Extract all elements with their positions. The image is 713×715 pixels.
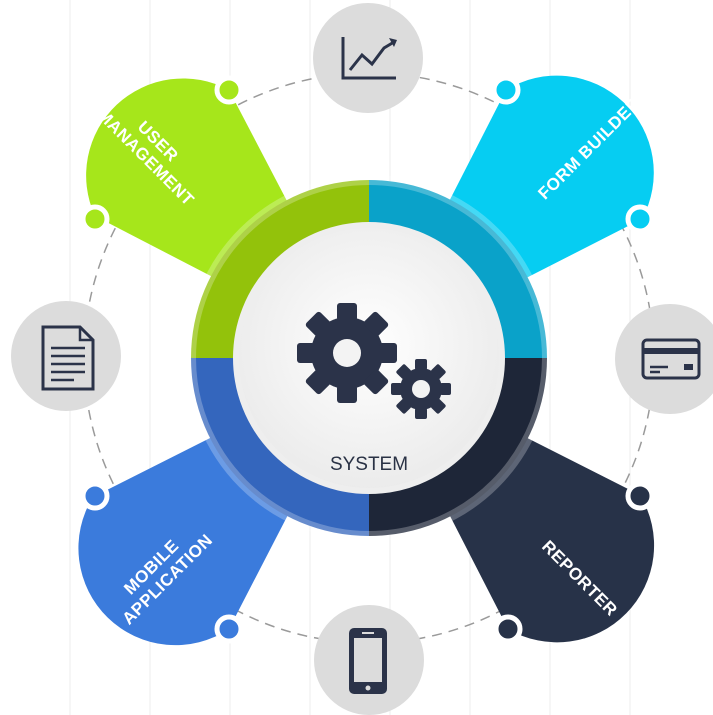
node-dot <box>80 204 110 234</box>
node-dot <box>625 481 655 511</box>
node-dot <box>625 204 655 234</box>
node-dot <box>214 75 244 105</box>
ring-nodes <box>80 75 655 644</box>
chart-line-icon <box>313 3 423 113</box>
node-dot <box>214 614 244 644</box>
document-icon <box>11 301 121 411</box>
node-dot <box>491 75 521 105</box>
node-dot <box>493 614 523 644</box>
node-dot <box>80 481 110 511</box>
gears-icon <box>297 303 451 419</box>
credit-card-icon <box>615 304 713 414</box>
center-label: SYSTEM <box>330 454 408 475</box>
smartphone-icon <box>314 605 424 715</box>
